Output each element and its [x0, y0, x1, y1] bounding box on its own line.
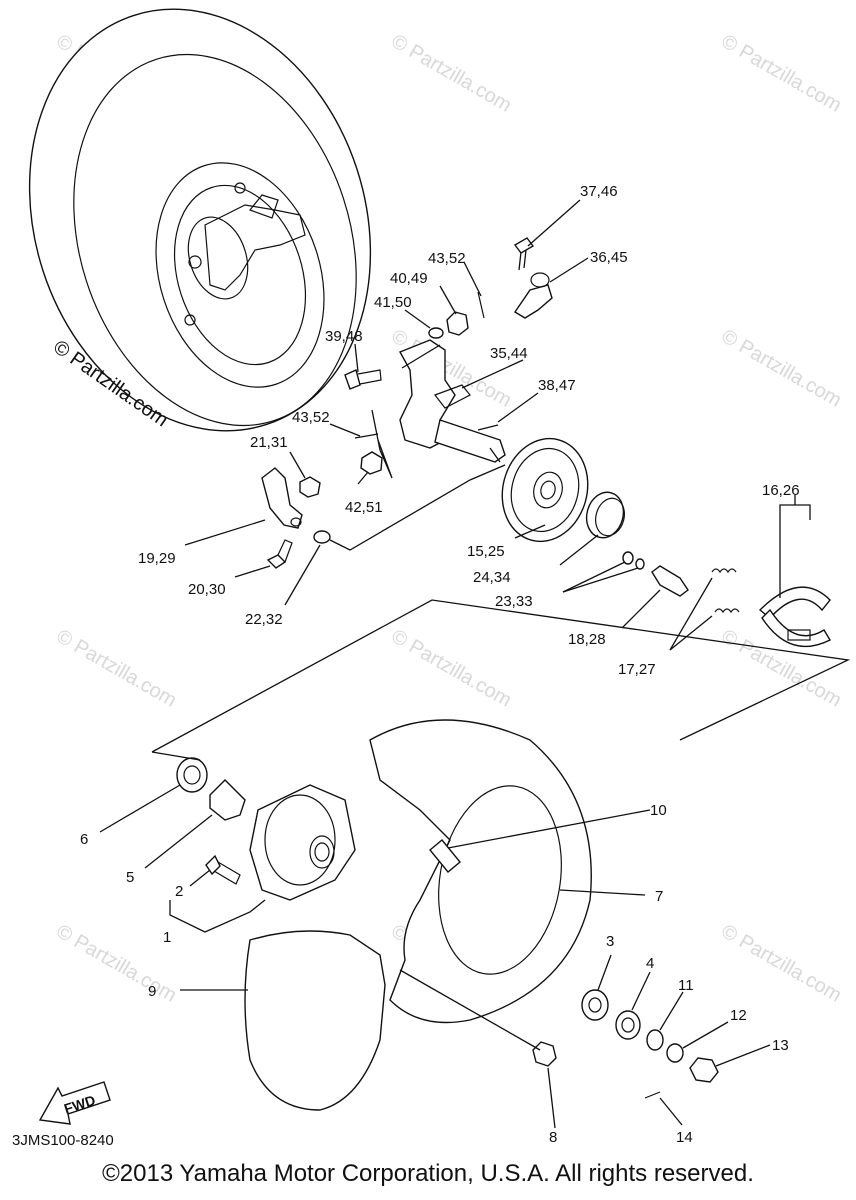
callout-18-28: 18,28	[568, 631, 606, 648]
callout-36-45: 36,45	[590, 249, 628, 266]
callout-41-50: 41,50	[374, 294, 412, 311]
callout-17-27: 17,27	[618, 661, 656, 678]
leader-lines	[99, 199, 811, 1129]
callout-42-51: 42,51	[345, 499, 383, 516]
callout-labels: 37,46 36,45 43,52 40,49 41,50 39,48 35,4…	[80, 183, 800, 1146]
callout-43-52-lower: 43,52	[292, 409, 330, 426]
watermark: © Partzilla.com	[53, 920, 181, 1006]
callout-11: 11	[678, 977, 694, 994]
callout-24-34: 24,34	[473, 569, 511, 586]
callout-35-44: 35,44	[490, 345, 528, 362]
callout-14: 14	[676, 1129, 693, 1146]
callout-5: 5	[126, 869, 134, 886]
callout-9: 9	[148, 983, 156, 1000]
callout-16-26: 16,26	[762, 482, 800, 499]
callout-19-29: 19,29	[138, 550, 176, 567]
callout-20-30: 20,30	[188, 581, 226, 598]
callout-38-47: 38,47	[538, 377, 576, 394]
diagram-code: 3JMS100-8240	[12, 1132, 114, 1149]
callout-3: 3	[606, 933, 614, 950]
callout-23-33: 23,33	[495, 593, 533, 610]
callout-21-31: 21,31	[250, 434, 288, 451]
callout-22-32: 22,32	[245, 611, 283, 628]
fwd-arrow-icon: FWD	[38, 1081, 111, 1125]
callout-40-49: 40,49	[390, 270, 428, 287]
callout-43-52: 43,52	[428, 250, 466, 267]
callout-7: 7	[655, 888, 663, 905]
callout-13: 13	[772, 1037, 789, 1054]
wheel-hub-group	[176, 719, 719, 1111]
watermark: © Partzilla.com	[718, 920, 846, 1006]
callout-4: 4	[646, 955, 654, 972]
callout-39-48: 39,48	[325, 328, 363, 345]
watermark: © Partzilla.com	[718, 30, 846, 116]
callout-2: 2	[175, 883, 183, 900]
assembled-wheel-illustration	[28, 8, 372, 432]
copyright-notice: ©2013 Yamaha Motor Corporation, U.S.A. A…	[102, 1160, 754, 1187]
callout-1: 1	[163, 929, 171, 946]
callout-6: 6	[80, 831, 88, 848]
callout-8: 8	[549, 1129, 557, 1146]
callout-12: 12	[730, 1007, 747, 1024]
callout-37-46: 37,46	[580, 183, 618, 200]
callout-10: 10	[650, 802, 667, 819]
watermark: © Partzilla.com	[388, 625, 516, 711]
watermark: © Partzilla.com	[53, 625, 181, 711]
knuckle-brake-group	[261, 237, 831, 648]
assembly-lines	[151, 344, 851, 761]
watermark: © Partzilla.com	[388, 30, 516, 116]
watermark: © Partzilla.com	[718, 325, 846, 411]
callout-15-25: 15,25	[467, 543, 505, 560]
